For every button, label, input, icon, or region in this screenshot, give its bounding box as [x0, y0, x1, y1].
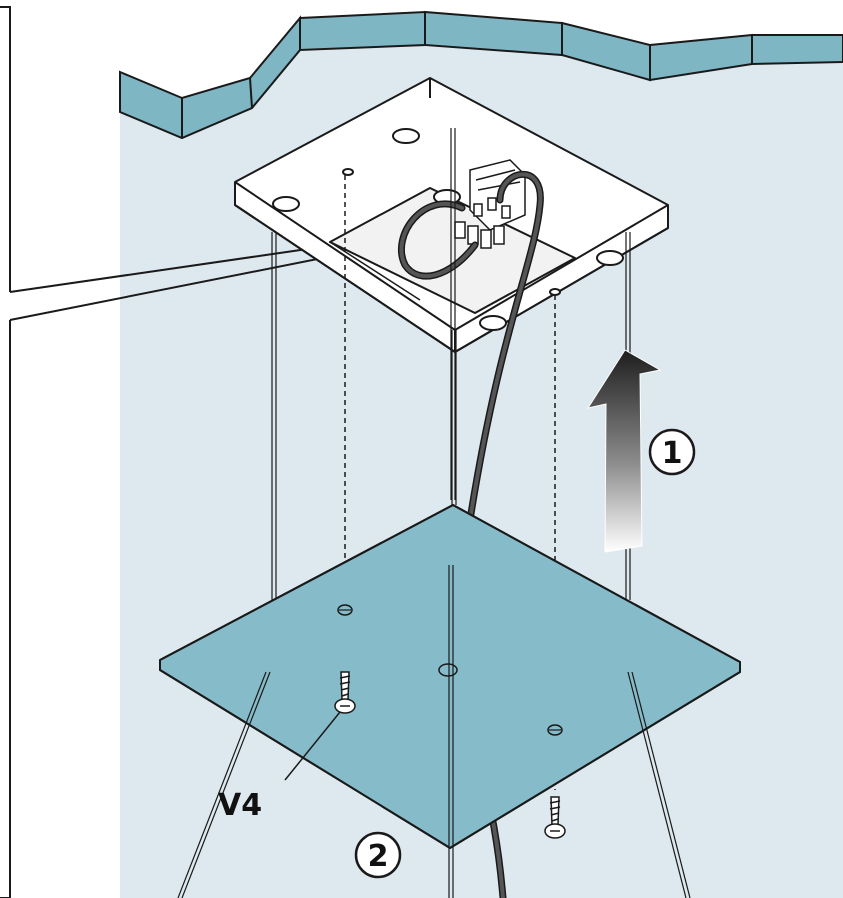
cover-plate — [159, 504, 741, 849]
screw-leader-line — [284, 711, 341, 781]
lift-arrow — [586, 349, 662, 553]
step-1-label: 1 — [662, 436, 683, 471]
rods-below-plate — [177, 565, 691, 898]
detail-frame — [0, 6, 11, 898]
step-1-circle — [648, 428, 696, 476]
screw-v4 — [334, 671, 356, 714]
step-2-label: 2 — [368, 839, 389, 874]
screw-code-label: V4 — [218, 788, 262, 823]
step-2-circle — [354, 831, 402, 879]
ceiling-band — [119, 10, 843, 140]
screw-second — [544, 796, 566, 839]
